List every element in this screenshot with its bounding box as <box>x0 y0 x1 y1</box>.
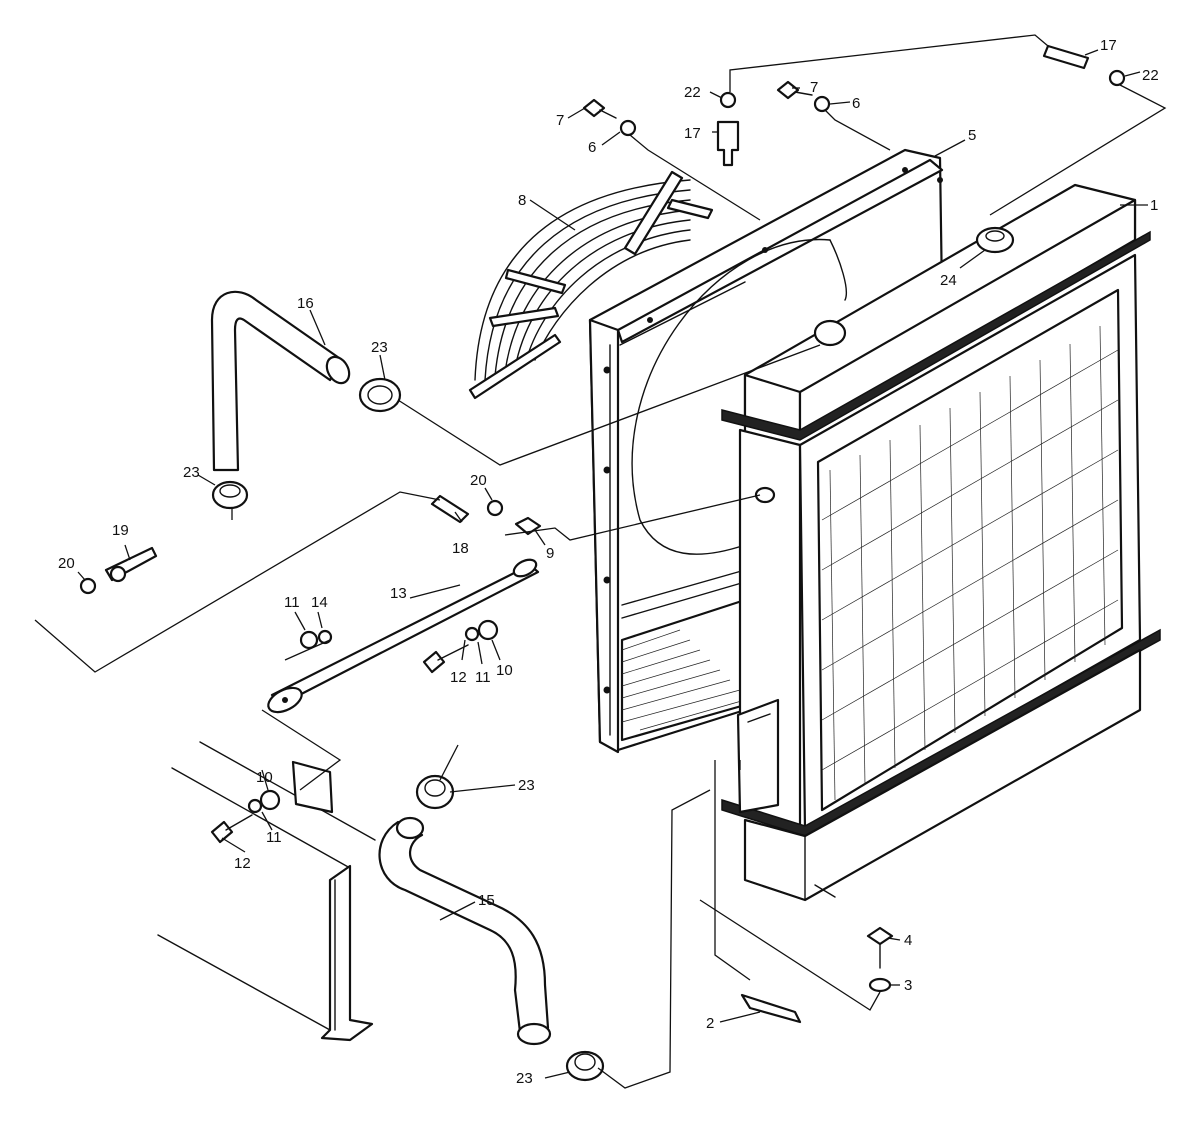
callout-6a: 6 <box>588 139 596 156</box>
callout-18: 18 <box>452 540 469 557</box>
callout-8: 8 <box>518 192 526 209</box>
callout-10a: 10 <box>496 662 513 679</box>
lower-hose <box>378 816 552 1046</box>
radiator-core <box>721 183 1161 902</box>
callout-16: 16 <box>297 295 314 312</box>
fan-guard <box>468 170 714 400</box>
callout-12b: 12 <box>234 855 251 872</box>
callout-2: 2 <box>706 1015 714 1032</box>
callout-17a: 17 <box>1100 37 1117 54</box>
callout-11b: 11 <box>475 669 491 686</box>
callout-22a: 22 <box>684 84 701 101</box>
callout-17b: 17 <box>684 125 701 142</box>
callout-10b: 10 <box>256 769 273 786</box>
filler-cap <box>975 226 1015 254</box>
hose-clamps <box>211 377 605 1082</box>
callout-12a: 12 <box>450 669 467 686</box>
chassis-support-bracket <box>157 741 376 1042</box>
callout-7b: 7 <box>810 79 818 96</box>
stay-rod <box>267 558 540 714</box>
callout-1: 1 <box>1150 197 1158 214</box>
callout-11a: 11 <box>284 594 300 611</box>
callout-6b: 6 <box>852 95 860 112</box>
callout-23d: 23 <box>516 1070 533 1087</box>
callout-20b: 20 <box>58 555 75 572</box>
hardware <box>79 44 1126 1024</box>
callout-labels: 1 2 3 4 5 6 6 7 7 8 9 10 10 11 11 11 12 … <box>58 37 1159 1087</box>
callout-15: 15 <box>478 892 495 909</box>
callout-23c: 23 <box>518 777 535 794</box>
callout-23a: 23 <box>371 339 388 356</box>
callout-11c: 11 <box>266 829 282 846</box>
callout-19: 19 <box>112 522 129 539</box>
callout-24: 24 <box>940 272 957 289</box>
callout-4: 4 <box>904 932 912 949</box>
assembly-lines <box>34 34 1167 1089</box>
callout-20a: 20 <box>470 472 487 489</box>
callout-14: 14 <box>311 594 328 611</box>
callout-3: 3 <box>904 977 912 994</box>
callout-9: 9 <box>546 545 554 562</box>
upper-hose <box>210 290 351 472</box>
callout-7a: 7 <box>556 112 564 129</box>
callout-22b: 22 <box>1142 67 1159 84</box>
callout-23b: 23 <box>183 464 200 481</box>
callout-5: 5 <box>968 127 976 144</box>
callout-13: 13 <box>390 585 407 602</box>
